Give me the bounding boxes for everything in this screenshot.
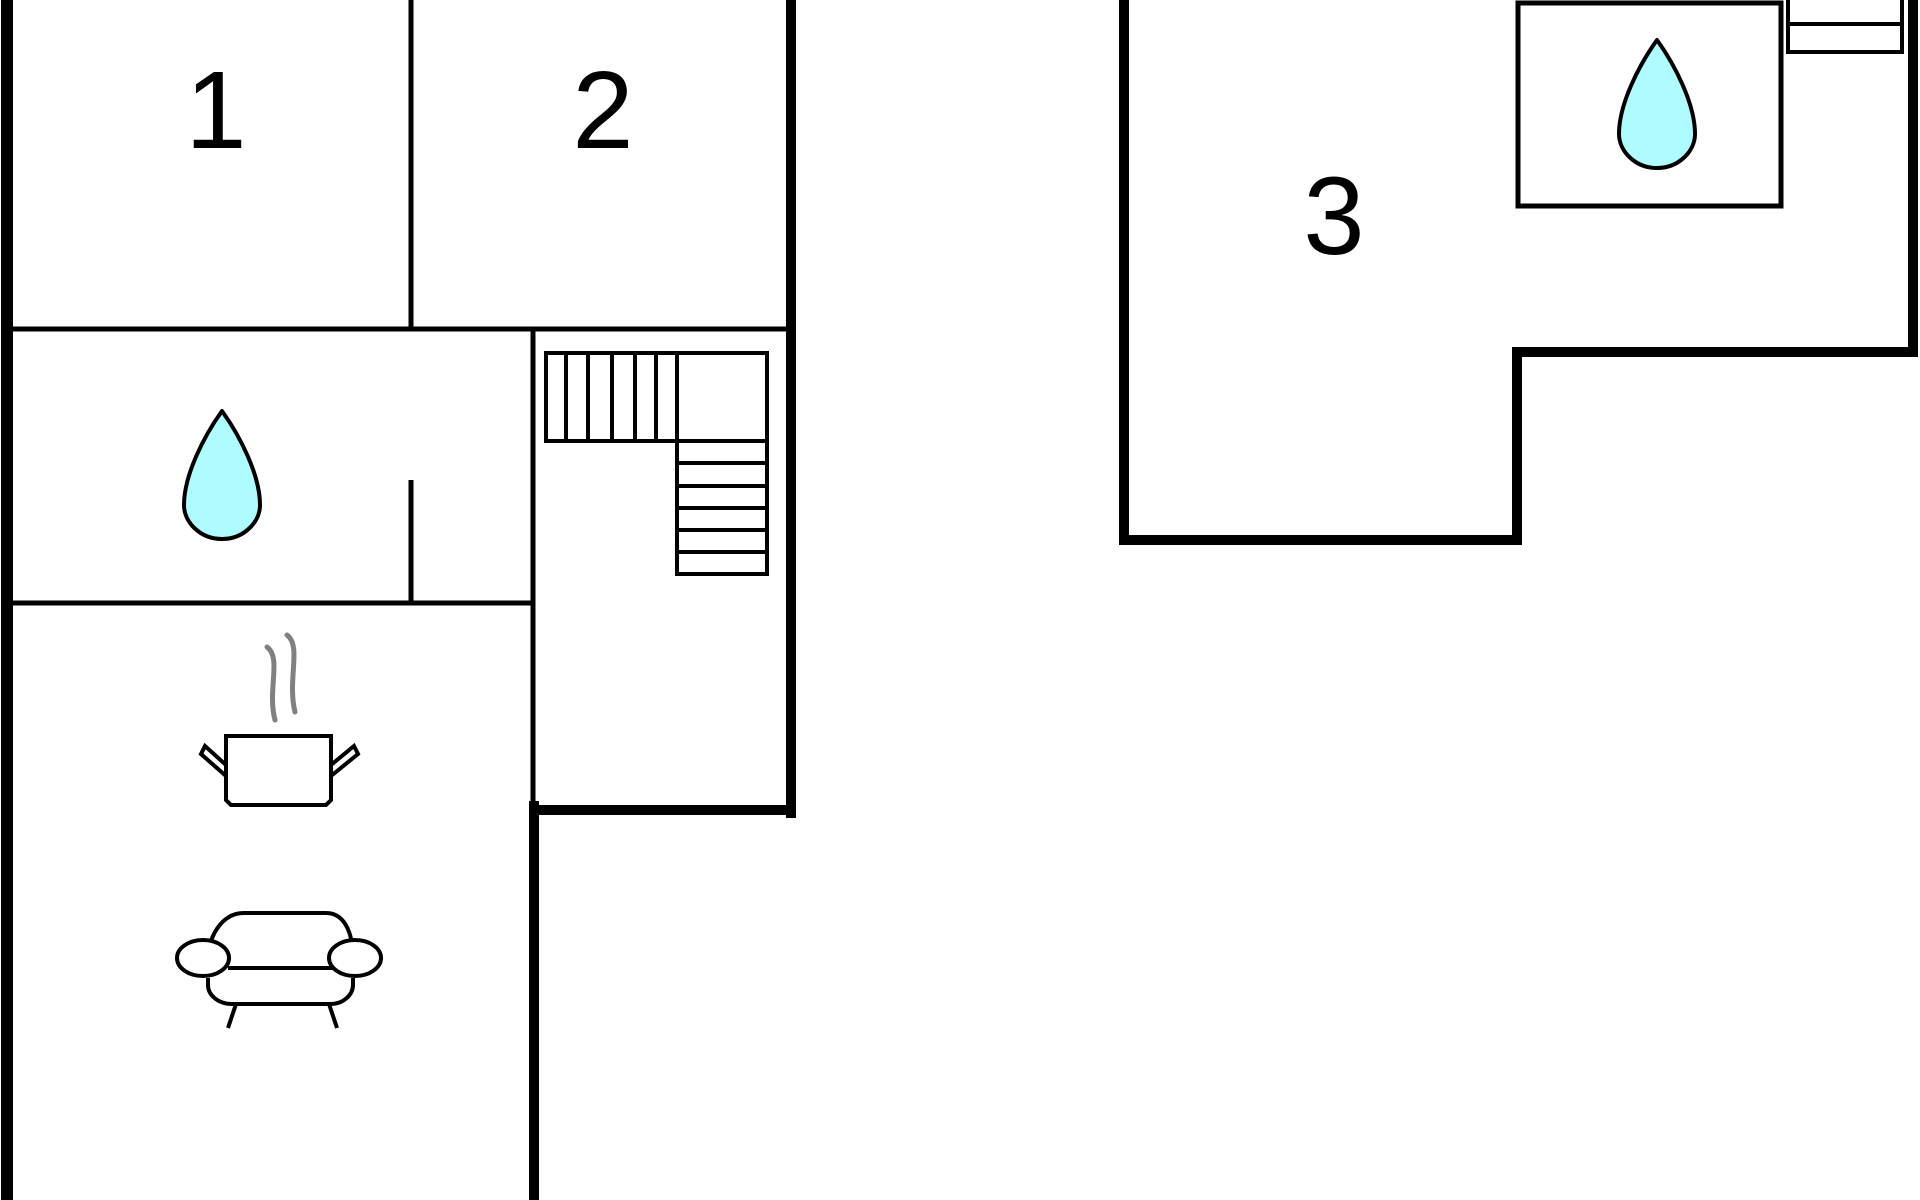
staircase-icon [544, 351, 769, 576]
room-number-3: 3 [1303, 155, 1364, 278]
water-drop-icon [182, 409, 262, 541]
room-number-2: 2 [572, 49, 633, 172]
outer-walls-right [1119, 0, 1918, 545]
room-number-1: 1 [185, 49, 246, 172]
sofa-icon [175, 911, 383, 1029]
outer-walls-left [1, 0, 796, 1200]
cooking-pot-icon [198, 632, 361, 807]
water-drop-icon [1617, 38, 1697, 170]
interior-walls-left [7, 0, 791, 810]
bathroom-box [1515, 0, 1784, 209]
staircase-icon [1786, 0, 1904, 54]
